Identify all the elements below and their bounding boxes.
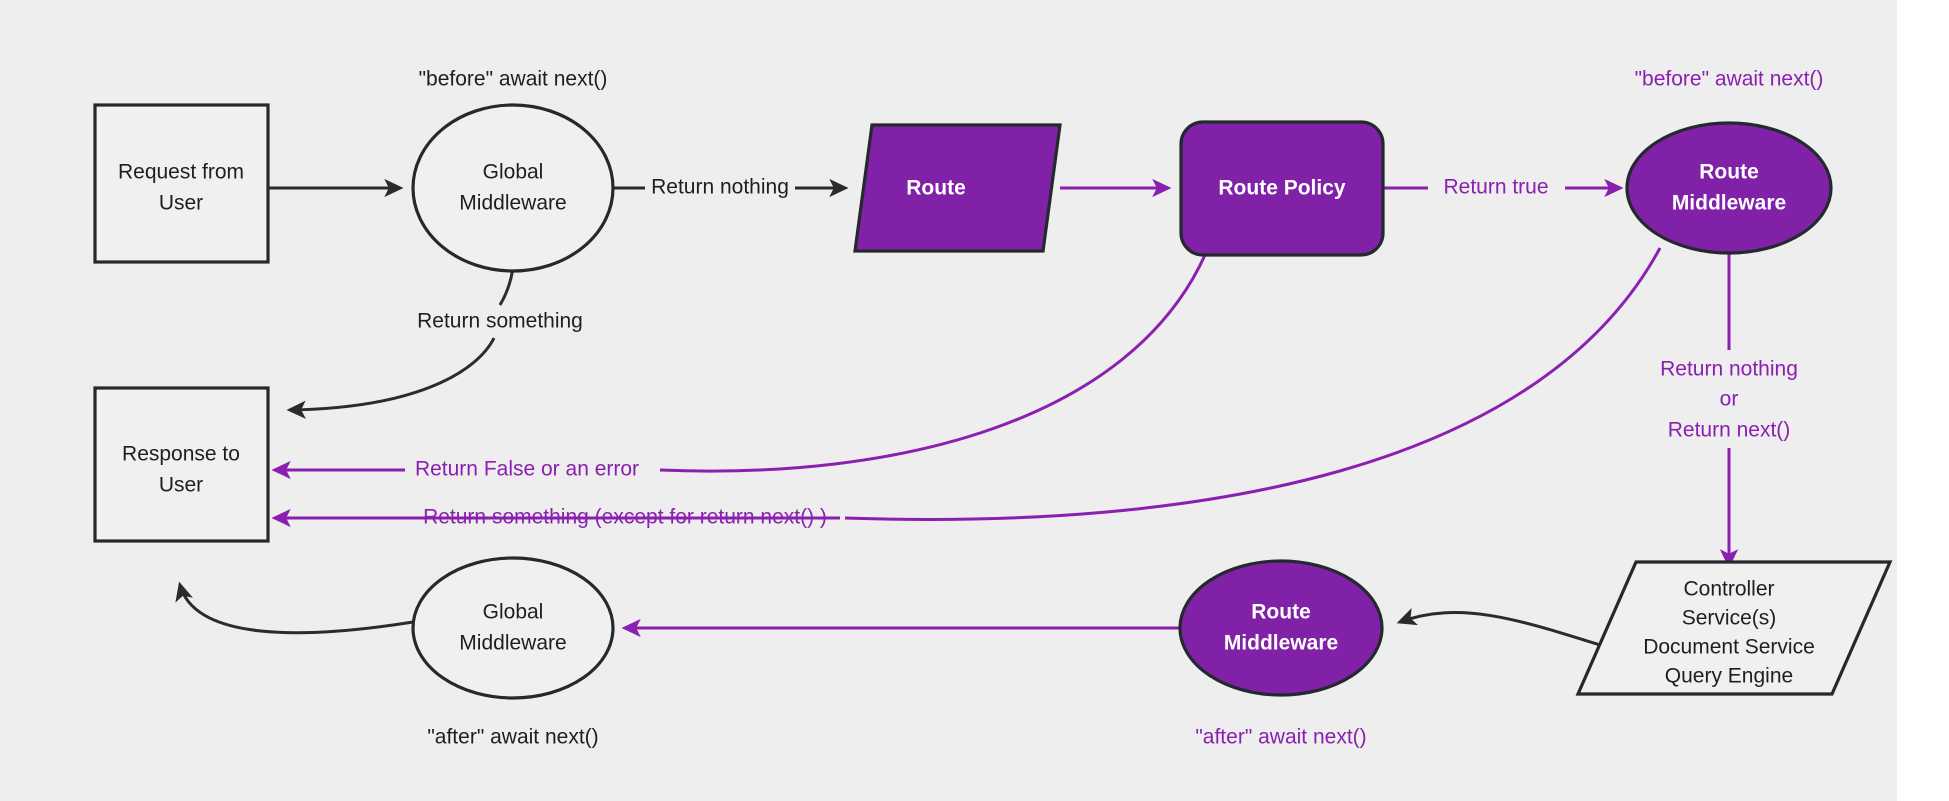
node-route-middleware-top[interactable]: Route Middleware <box>1625 121 1833 255</box>
node-route-middleware-top-line2: Middleware <box>1672 192 1786 215</box>
node-controller-line2: Service(s) <box>1682 607 1777 630</box>
node-response-to-user[interactable]: Response to User <box>93 386 270 543</box>
node-response-line1: Response to <box>122 443 240 466</box>
node-route-policy-label: Route Policy <box>1218 177 1346 200</box>
label-before-await-next-route: "before" await next() <box>1635 68 1824 91</box>
node-controller-line1: Controller <box>1683 578 1774 601</box>
node-route-middleware-bottom[interactable]: Route Middleware <box>1178 559 1384 697</box>
node-route-middleware-bottom-line2: Middleware <box>1224 632 1338 655</box>
node-response-line2: User <box>159 474 203 497</box>
node-route[interactable]: Route <box>853 123 1062 253</box>
node-request-line2: User <box>159 192 203 215</box>
label-return-nothing-line3: Return next() <box>1668 419 1791 442</box>
node-route-policy[interactable]: Route Policy <box>1179 120 1385 257</box>
label-return-false-or-error: Return False or an error <box>415 458 639 481</box>
node-route-middleware-top-line1: Route <box>1699 161 1759 184</box>
node-route-label: Route <box>906 177 966 200</box>
label-return-nothing-line1: Return nothing <box>1660 358 1798 381</box>
node-global-middleware-top-line1: Global <box>483 161 544 184</box>
edge-global-middleware-bottom-to-response <box>175 581 414 635</box>
node-global-middleware-bottom-line2: Middleware <box>459 632 566 655</box>
label-return-true: Return true <box>1443 176 1548 199</box>
node-request-line1: Request from <box>118 161 244 184</box>
label-after-await-next-route: "after" await next() <box>1195 726 1366 749</box>
node-controller-line3: Document Service <box>1643 636 1815 659</box>
node-global-middleware-bottom-line1: Global <box>483 601 544 624</box>
node-request-from-user[interactable]: Request from User <box>93 103 270 264</box>
edge-route-middleware-to-response <box>271 247 1662 528</box>
label-return-something-except-next: Return something (except for return next… <box>423 506 827 529</box>
node-controller-line4: Query Engine <box>1665 665 1793 688</box>
node-global-middleware-bottom[interactable]: Global Middleware <box>411 556 615 700</box>
node-controller-services[interactable]: Controller Service(s) Document Service Q… <box>1575 560 1893 696</box>
node-route-middleware-bottom-line1: Route <box>1251 601 1311 624</box>
edge-route-policy-to-response <box>271 254 1207 480</box>
label-return-something-global: Return something <box>417 310 583 333</box>
label-return-nothing-line2: or <box>1720 388 1739 411</box>
label-before-await-next-global: "before" await next() <box>419 68 608 91</box>
node-global-middleware-top[interactable]: Global Middleware <box>411 103 615 273</box>
edge-controller-to-route-middleware-bottom <box>1396 608 1601 647</box>
node-global-middleware-top-line2: Middleware <box>459 192 566 215</box>
label-return-nothing-global: Return nothing <box>651 176 789 199</box>
label-after-await-next-global: "after" await next() <box>427 726 598 749</box>
